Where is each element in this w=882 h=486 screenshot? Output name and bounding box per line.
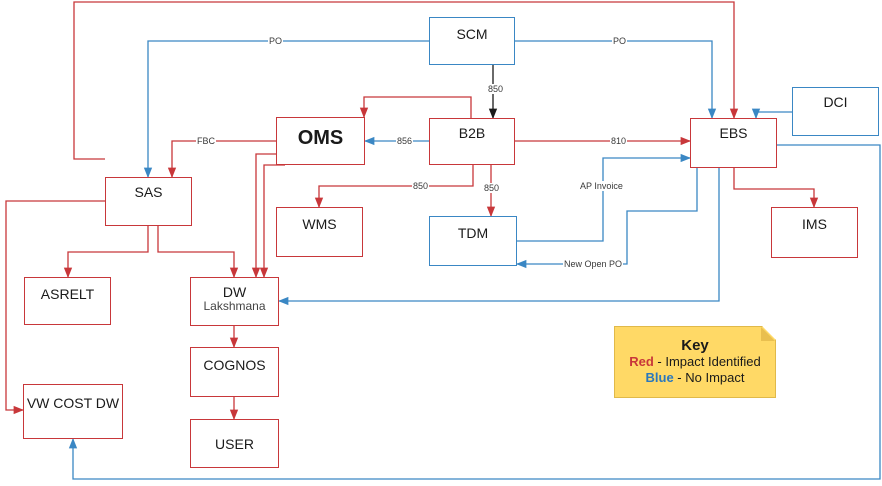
edge-ebs-vwcost xyxy=(68,144,881,480)
node-oms[interactable]: OMS xyxy=(276,117,365,165)
edge-scm-ebs xyxy=(515,40,717,120)
edge-label-scm-ebs: PO xyxy=(612,36,628,46)
edge-oms-dw-1 xyxy=(251,153,276,279)
legend-blue-text: - No Impact xyxy=(673,370,745,385)
legend-key: Key Red - Impact Identified Blue - No Im… xyxy=(614,326,776,398)
edge-label-b2b-tdm: 850 xyxy=(483,183,501,193)
edge-sas-dw xyxy=(157,226,239,279)
legend-blue-word: Blue xyxy=(645,370,674,385)
edge-ebs-dw xyxy=(277,168,720,306)
legend-blue-line: Blue - No Impact xyxy=(615,370,775,386)
node-asrelt-title: ASRELT xyxy=(40,286,95,302)
edge-label-tdm-ebs: AP Invoice xyxy=(579,181,624,191)
node-vw-cost-dw-title: VW COST DW xyxy=(26,395,120,411)
legend-red-text: - Impact Identified xyxy=(653,354,761,369)
edge-label-oms-sas: FBC xyxy=(196,136,216,146)
node-cognos[interactable]: COGNOS xyxy=(190,347,279,397)
node-asrelt[interactable]: ASRELT xyxy=(24,277,111,325)
edge-sas-asrelt xyxy=(63,226,149,279)
legend-red-line: Red - Impact Identified xyxy=(615,354,775,370)
node-vw-cost-dw[interactable]: VW COST DW xyxy=(23,384,123,439)
edge-oms-sas xyxy=(167,140,276,179)
edge-label-b2b-wms: 850 xyxy=(412,181,430,191)
edge-sas-ebs xyxy=(73,1,739,160)
node-b2b-title: B2B xyxy=(458,125,486,141)
node-user-title: USER xyxy=(215,436,254,452)
node-dw-subtitle: Lakshmana xyxy=(203,299,266,313)
node-oms-title: OMS xyxy=(297,127,344,149)
node-b2b[interactable]: B2B xyxy=(429,118,515,165)
node-ebs-title: EBS xyxy=(719,125,748,141)
node-user[interactable]: USER xyxy=(190,419,279,468)
node-tdm-title: TDM xyxy=(457,225,489,241)
node-sas-title: SAS xyxy=(134,184,163,200)
edge-sas-vwcost xyxy=(5,200,105,415)
edge-scm-sas xyxy=(143,40,429,179)
edge-b2b-wms xyxy=(314,165,474,209)
node-scm-title: SCM xyxy=(456,26,488,42)
edge-label-b2b-oms: 856 xyxy=(396,136,414,146)
legend-title: Key xyxy=(681,337,709,354)
node-ims-title: IMS xyxy=(802,216,827,232)
node-sas[interactable]: SAS xyxy=(105,177,192,226)
edge-label-ebs-tdm: New Open PO xyxy=(563,259,624,269)
edge-label-scm-sas: PO xyxy=(268,36,284,46)
node-wms-title: WMS xyxy=(302,216,337,232)
node-cognos-title: COGNOS xyxy=(203,357,266,373)
node-dci-title: DCI xyxy=(823,94,848,110)
node-wms[interactable]: WMS xyxy=(276,207,363,257)
node-ims[interactable]: IMS xyxy=(771,207,858,258)
legend-red-word: Red xyxy=(629,354,654,369)
edge-dci-ebs xyxy=(751,108,792,120)
node-ebs[interactable]: EBS xyxy=(690,118,777,168)
edge-oms-dw-2 xyxy=(259,164,285,279)
node-dw-title: DW xyxy=(222,284,247,300)
edge-ebs-ims xyxy=(733,168,819,209)
node-dw[interactable]: DW Lakshmana xyxy=(190,277,279,326)
edge-label-scm-b2b: 850 xyxy=(487,84,505,94)
node-scm[interactable]: SCM xyxy=(429,17,515,65)
edge-tdm-ebs xyxy=(515,153,692,242)
edge-b2b-oms-top xyxy=(359,96,472,119)
node-dci[interactable]: DCI xyxy=(792,87,879,136)
edge-label-b2b-ebs: 810 xyxy=(610,136,628,146)
node-tdm[interactable]: TDM xyxy=(429,216,517,266)
